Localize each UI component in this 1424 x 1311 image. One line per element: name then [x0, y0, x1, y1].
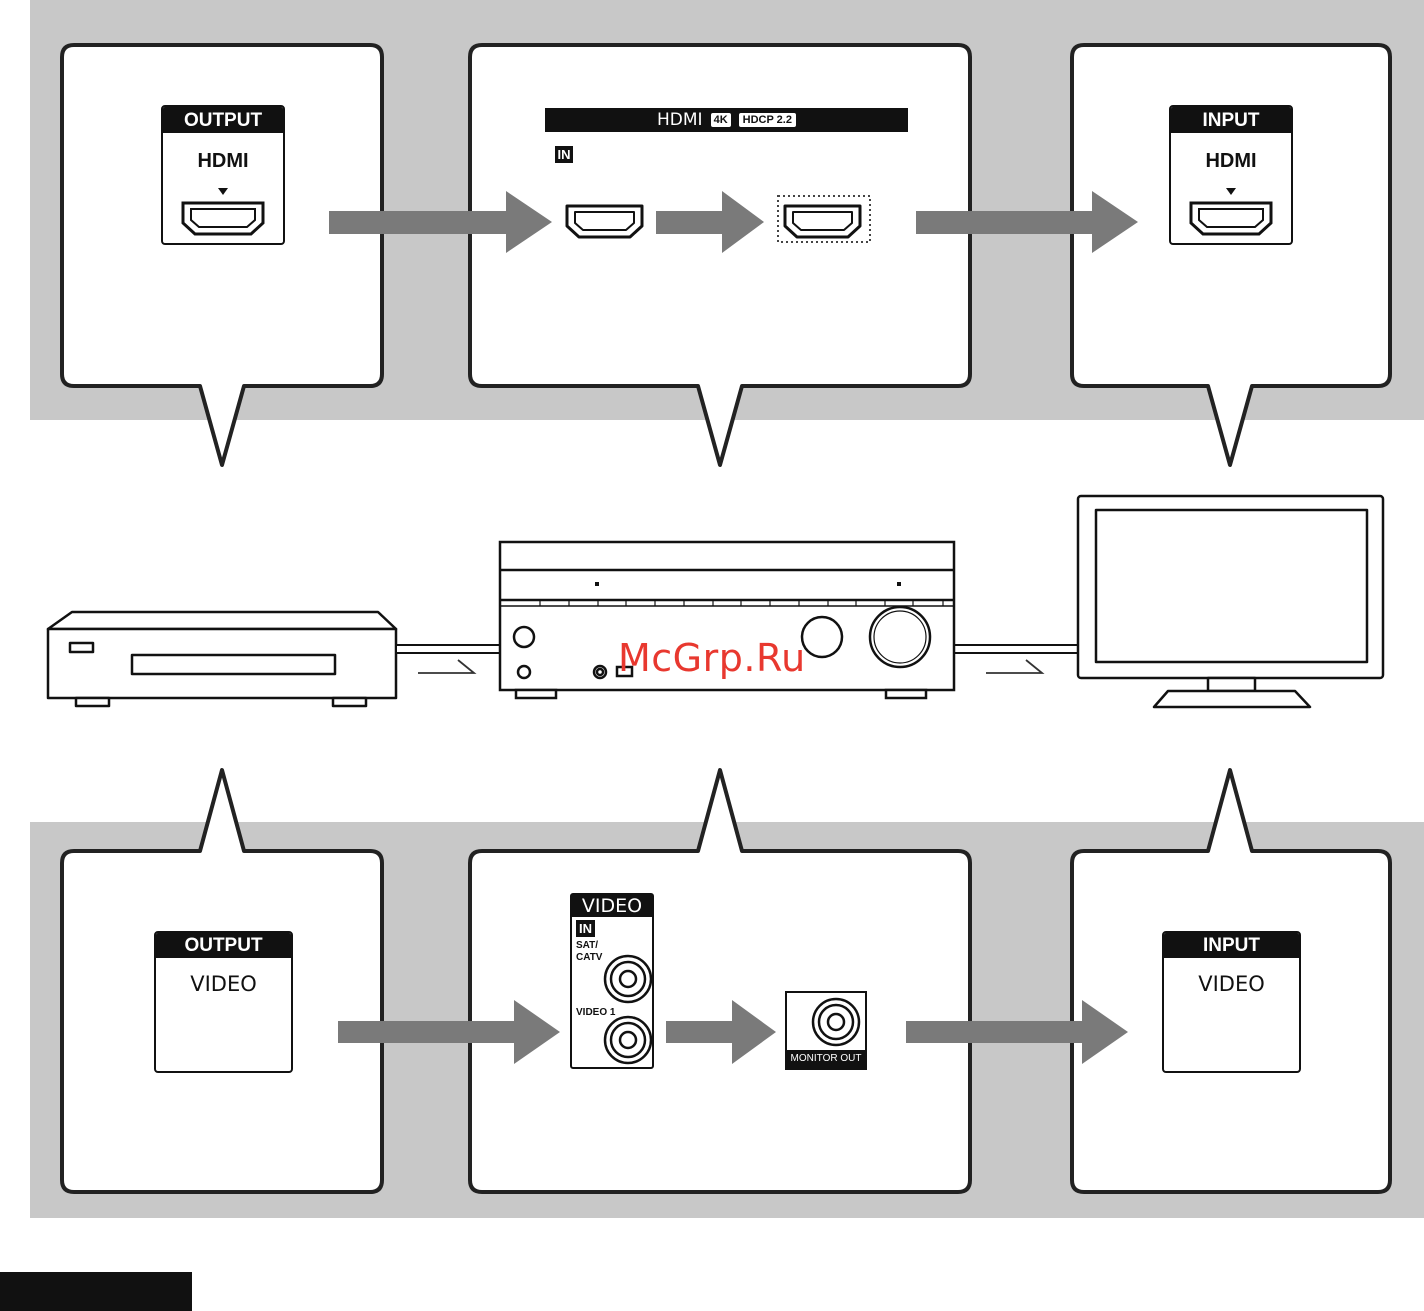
tv-video-port-label: VIDEO — [1164, 972, 1299, 996]
signal-arrow-right — [986, 660, 1042, 673]
tv-video-input-header: INPUT — [1164, 933, 1299, 958]
receiver-hdmi-header-bar: HDMI 4K HDCP 2.2 — [545, 108, 908, 132]
source-hdmi-jack-icon — [161, 105, 285, 245]
receiver-video-in-badge: IN — [576, 920, 595, 937]
sat-catv-label: SAT/ CATV — [576, 940, 602, 964]
monitor-out-label: MONITOR OUT — [787, 1050, 865, 1068]
source-video-output-panel: OUTPUT VIDEO — [154, 931, 293, 1073]
bluray-player-icon — [48, 612, 396, 706]
signal-arrow-left — [418, 660, 474, 673]
monitor-out-panel: MONITOR OUT — [785, 991, 867, 1070]
receiver-video-header: VIDEO — [572, 895, 652, 917]
source-video-port-label: VIDEO — [156, 972, 291, 996]
receiver-hdmi-in-badge: IN — [555, 146, 573, 163]
badge-4k: 4K — [711, 113, 731, 127]
tv-hdmi-jack-icon — [1169, 105, 1293, 245]
source-video-output-header: OUTPUT — [156, 933, 291, 958]
badge-hdcp: HDCP 2.2 — [739, 113, 796, 127]
watermark: McGrp.Ru — [618, 636, 806, 680]
receiver-hdmi-label: HDMI — [657, 110, 703, 130]
footer-black-block — [0, 1272, 192, 1311]
television-icon — [1078, 496, 1383, 707]
bubble-receiver-video — [470, 770, 970, 1192]
tv-video-input-panel: INPUT VIDEO — [1162, 931, 1301, 1073]
video1-label: VIDEO 1 — [576, 1007, 615, 1018]
